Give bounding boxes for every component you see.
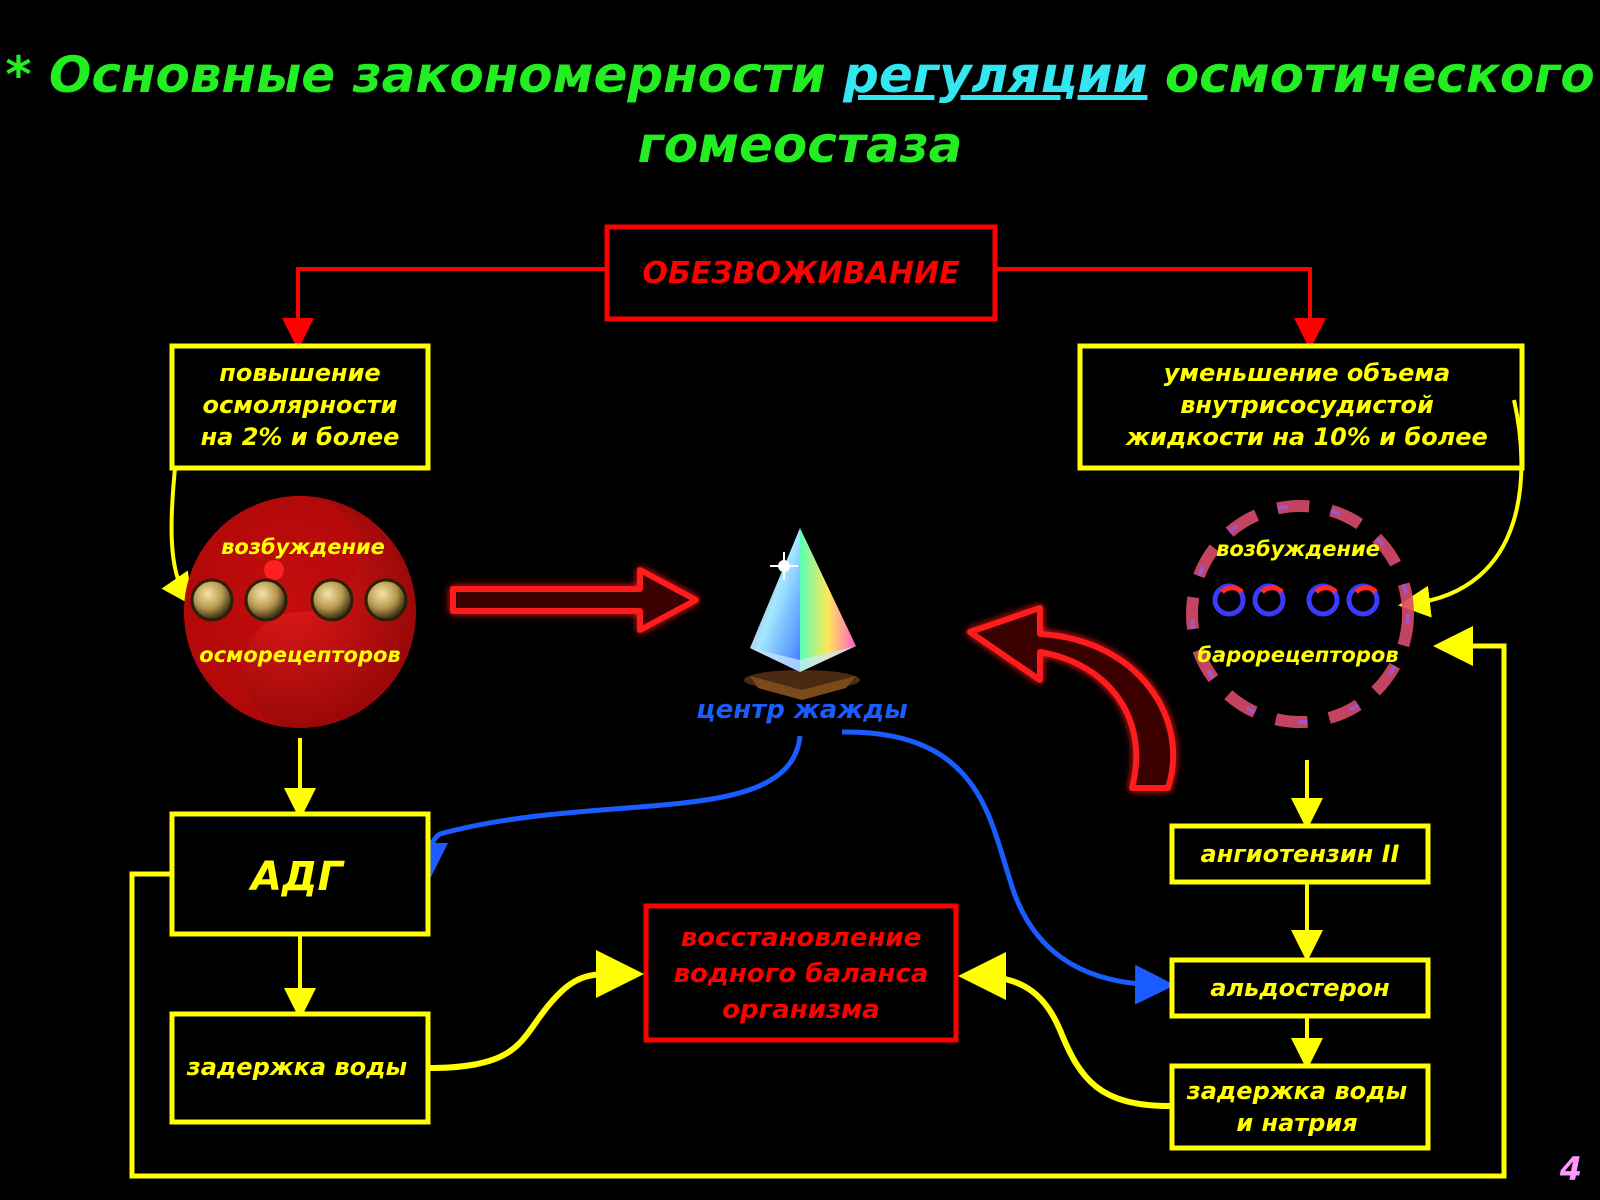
water-sodium-line1: задержка воды: [1186, 1077, 1408, 1105]
title-line2: гомеостаза: [637, 116, 963, 174]
receptor-ball: [190, 578, 234, 622]
arrow-thirst-to-aldosterone: [841, 729, 1175, 1005]
arrow-dehydration-to-volume: [995, 267, 1326, 350]
receptor-ball: [364, 578, 408, 622]
baroreceptor-ring: возбуждение барорецепторов: [1186, 500, 1414, 728]
arrow-osmolarity-to-osmoreceptors: [161, 467, 193, 606]
thirst-center-label: центр жажды: [696, 695, 907, 725]
arrow-osmo-to-thirst: [450, 567, 699, 633]
arrow-volume-to-baroreceptors: [1398, 399, 1524, 618]
baro-excitation-label: возбуждение: [1216, 537, 1380, 561]
receptor-ball: [310, 578, 354, 622]
thirst-center-prism: [744, 528, 860, 700]
water-retention-label: задержка воды: [186, 1053, 408, 1081]
osmoreceptors-label: осморецепторов: [199, 643, 400, 667]
title-link-regulation[interactable]: регуляции: [843, 46, 1148, 104]
title-part2: осмотического: [1147, 46, 1595, 104]
page-number: 4: [1559, 1150, 1582, 1188]
adh-label: АДГ: [248, 854, 346, 900]
restore-balance-box: восстановление водного баланса организма: [643, 903, 959, 1043]
angiotensin-label: ангиотензин II: [1201, 840, 1400, 868]
aldosterone-box: альдостерон: [1169, 957, 1431, 1019]
volume-line3: жидкости на 10% и более: [1125, 423, 1488, 451]
arrow-baro-to-thirst: [967, 605, 1177, 791]
dehydration-box: ОБЕЗВОЖИВАНИЕ: [604, 224, 998, 322]
arrow-thirst-to-adh: [408, 735, 803, 883]
osmolarity-line2: осмолярности: [202, 391, 397, 419]
page-title: * Основные закономерности регуляции осмо…: [0, 40, 1600, 180]
osmolarity-box: повышение осмолярности на 2% и более: [169, 343, 431, 471]
osmoreceptor-sphere: возбуждение осморецепторов: [184, 496, 416, 728]
volume-line1: уменьшение объема: [1164, 359, 1450, 387]
adh-box: АДГ: [169, 811, 431, 937]
arrow-water-retention-to-restore: [427, 949, 644, 1071]
receptor-ball: [244, 578, 288, 622]
osmo-excitation-label: возбуждение: [221, 535, 385, 559]
water-sodium-box: задержка воды и натрия: [1169, 1063, 1431, 1151]
water-retention-box: задержка воды: [169, 1011, 431, 1125]
dehydration-label: ОБЕЗВОЖИВАНИЕ: [642, 256, 960, 291]
restore-line1: восстановление: [681, 923, 922, 953]
title-part1: * Основные закономерности: [5, 46, 844, 104]
restore-line2: водного баланса: [674, 959, 929, 989]
volume-line2: внутрисосудистой: [1180, 391, 1434, 419]
restore-line3: организма: [722, 995, 880, 1025]
arrow-dehydration-to-osmolarity: [282, 267, 605, 350]
water-sodium-line2: и натрия: [1236, 1109, 1357, 1137]
arrow-water-sodium-to-restore: [958, 952, 1171, 1109]
baroreceptors-label: барорецепторов: [1197, 643, 1398, 667]
angiotensin-box: ангиотензин II: [1169, 823, 1431, 885]
osmolarity-line3: на 2% и более: [201, 423, 400, 451]
volume-box: уменьшение объема внутрисосудистой жидко…: [1077, 343, 1525, 471]
osmolarity-line1: повышение: [219, 359, 380, 387]
aldosterone-label: альдостерон: [1210, 974, 1389, 1002]
feedback-loop-adh-to-baroreceptors: [129, 626, 1507, 1179]
